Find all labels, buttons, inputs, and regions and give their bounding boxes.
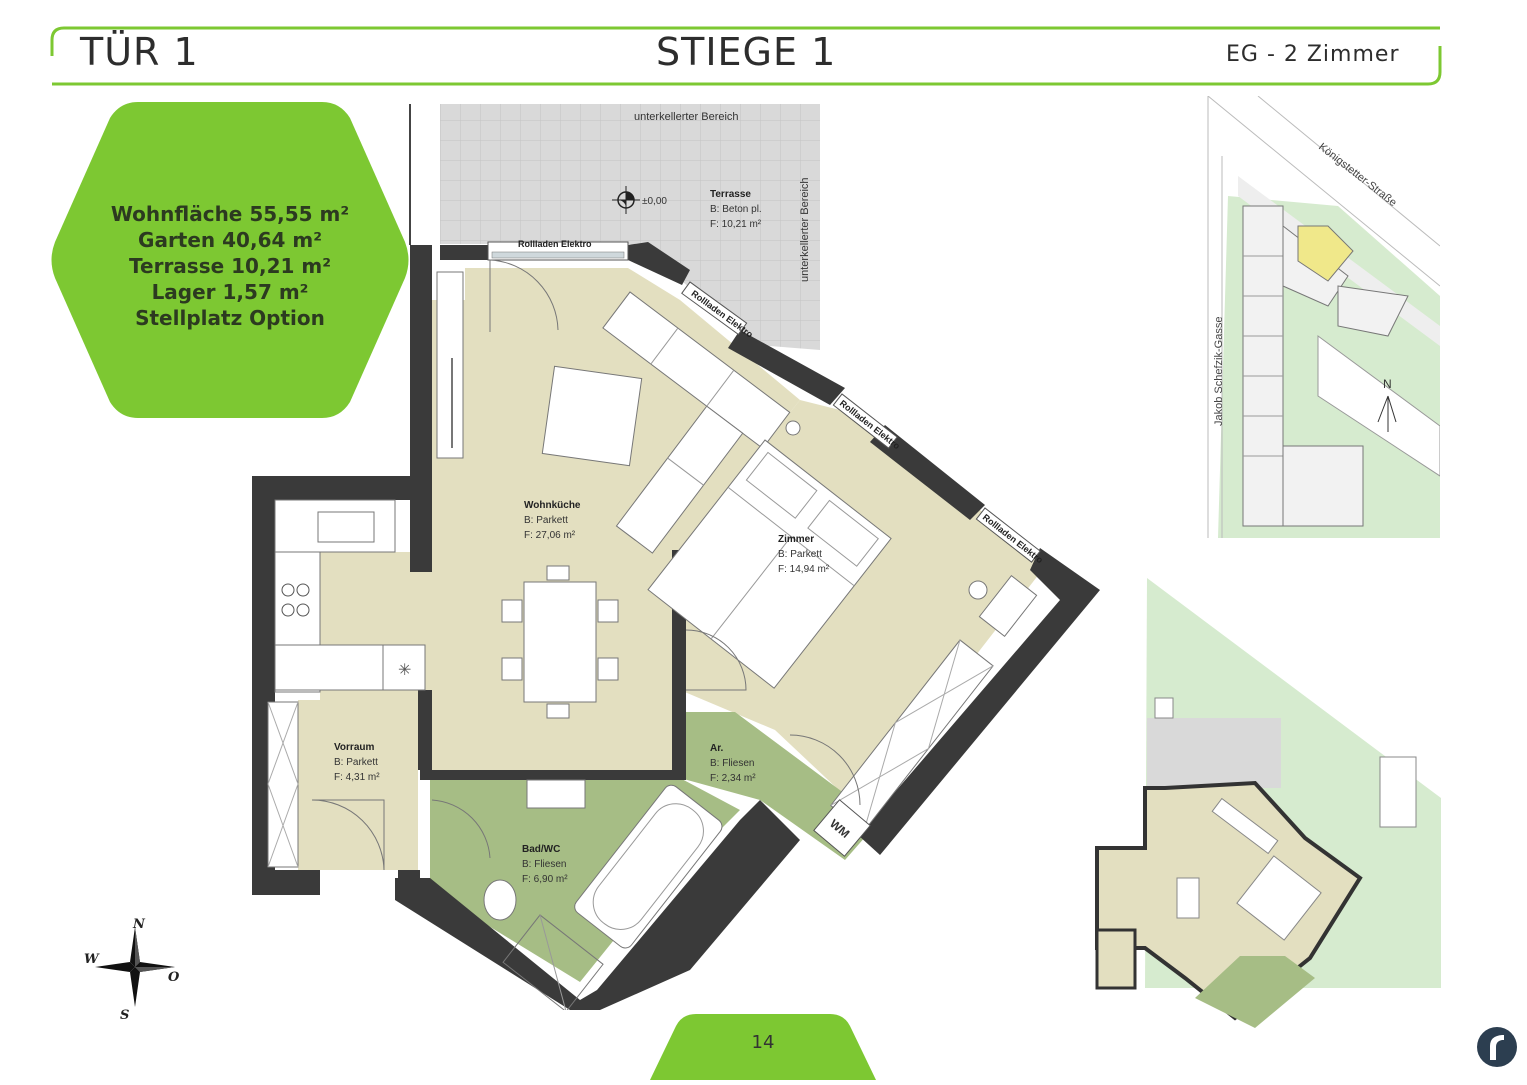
unit-highlight bbox=[1297, 225, 1354, 282]
walls bbox=[252, 242, 1100, 1010]
door-title: TÜR 1 bbox=[80, 30, 199, 74]
room-floor-hall: B: Parkett bbox=[334, 757, 378, 768]
compass-o: O bbox=[168, 970, 180, 985]
compass-w: W bbox=[84, 952, 99, 967]
shutter-label-1: Rollladen Elektro bbox=[518, 239, 592, 249]
room-name-kitchen: Wohnküche bbox=[524, 500, 581, 511]
site-plan: Königstetter-Straße Jakob Schefzik-Gasse… bbox=[1178, 96, 1440, 538]
basement-label-right: unterkellerter Bereich bbox=[799, 177, 811, 282]
dining-table-icon bbox=[523, 581, 597, 703]
page-number: 14 bbox=[751, 1032, 775, 1053]
room-area-hall: F: 4,31 m² bbox=[334, 772, 380, 783]
compass-s: S bbox=[120, 1008, 130, 1023]
room-floor-storage: B: Fliesen bbox=[710, 758, 754, 769]
washbasin-icon bbox=[526, 779, 586, 809]
terrace-area-shape bbox=[410, 104, 820, 350]
coffee-table-icon bbox=[541, 365, 643, 467]
desk-icon bbox=[978, 574, 1038, 638]
room-floor-bath: B: Fliesen bbox=[522, 859, 566, 870]
room-floor-bedroom: B: Parkett bbox=[778, 549, 822, 560]
room-area-storage: F: 2,34 m² bbox=[710, 773, 756, 784]
room-floor-kitchen: B: Parkett bbox=[524, 515, 568, 526]
living-area: Wohnfläche 55,55 m² bbox=[110, 202, 350, 226]
sink-icon bbox=[317, 511, 375, 543]
room-name-terrace: Terrasse bbox=[710, 189, 751, 200]
room-name-storage: Ar. bbox=[710, 743, 724, 754]
room-area-bath: F: 6,90 m² bbox=[522, 874, 568, 885]
level-marker-icon bbox=[612, 186, 640, 214]
level-label: ±0,00 bbox=[642, 196, 667, 207]
room-area-bedroom: F: 14,94 m² bbox=[778, 564, 830, 575]
street-label-2: Jakob Schefzik-Gasse bbox=[1213, 317, 1225, 426]
fridge-icon bbox=[382, 644, 426, 691]
parking-option: Stellplatz Option bbox=[135, 306, 325, 330]
garden-area: Garten 40,64 m² bbox=[138, 228, 322, 252]
doors bbox=[311, 259, 861, 871]
siteplan-north-arrow-icon bbox=[1377, 395, 1397, 432]
storage-area: Lager 1,57 m² bbox=[151, 280, 309, 304]
room-name-bedroom: Zimmer bbox=[778, 534, 814, 545]
terrace-area: Terrasse 10,21 m² bbox=[129, 254, 331, 278]
washing-machine-icon bbox=[813, 799, 871, 857]
overview-plan bbox=[1095, 578, 1441, 1028]
svg-text:✳: ✳ bbox=[398, 662, 411, 679]
compass-rose-icon bbox=[95, 927, 175, 1007]
header-frame bbox=[50, 26, 1442, 86]
room-area-kitchen: F: 27,06 m² bbox=[524, 530, 576, 541]
wardrobe-living bbox=[436, 271, 464, 459]
compass-n: N bbox=[133, 917, 145, 932]
shower-icon bbox=[502, 914, 604, 1010]
room-area-terrace: F: 10,21 m² bbox=[710, 219, 762, 230]
area-summary-badge: Wohnfläche 55,55 m² Garten 40,64 m² Terr… bbox=[50, 102, 410, 418]
page-number-tab: 14 bbox=[650, 1012, 876, 1080]
wardrobe-hall bbox=[267, 701, 299, 868]
brand-logo-icon bbox=[1477, 1027, 1517, 1067]
siteplan-north-label: N bbox=[1383, 377, 1392, 391]
floor-plan: Rollladen Elektro Rollladen Elektro Roll… bbox=[252, 104, 1100, 1010]
hexagon-shape bbox=[51, 102, 409, 418]
staircase-title: STIEGE 1 bbox=[656, 30, 837, 74]
hall-floor bbox=[298, 700, 418, 870]
sofa-icon bbox=[602, 291, 791, 554]
room-floor-terrace: B: Beton pl. bbox=[710, 204, 762, 215]
bed-icon bbox=[647, 439, 892, 689]
unit-title: EG - 2 Zimmer bbox=[1226, 42, 1400, 67]
bathtub-icon bbox=[574, 784, 723, 949]
basement-label-top: unterkellerter Bereich bbox=[634, 111, 739, 123]
room-name-hall: Vorraum bbox=[334, 742, 374, 753]
toilet-icon bbox=[483, 879, 517, 921]
room-name-bath: Bad/WC bbox=[522, 844, 560, 855]
